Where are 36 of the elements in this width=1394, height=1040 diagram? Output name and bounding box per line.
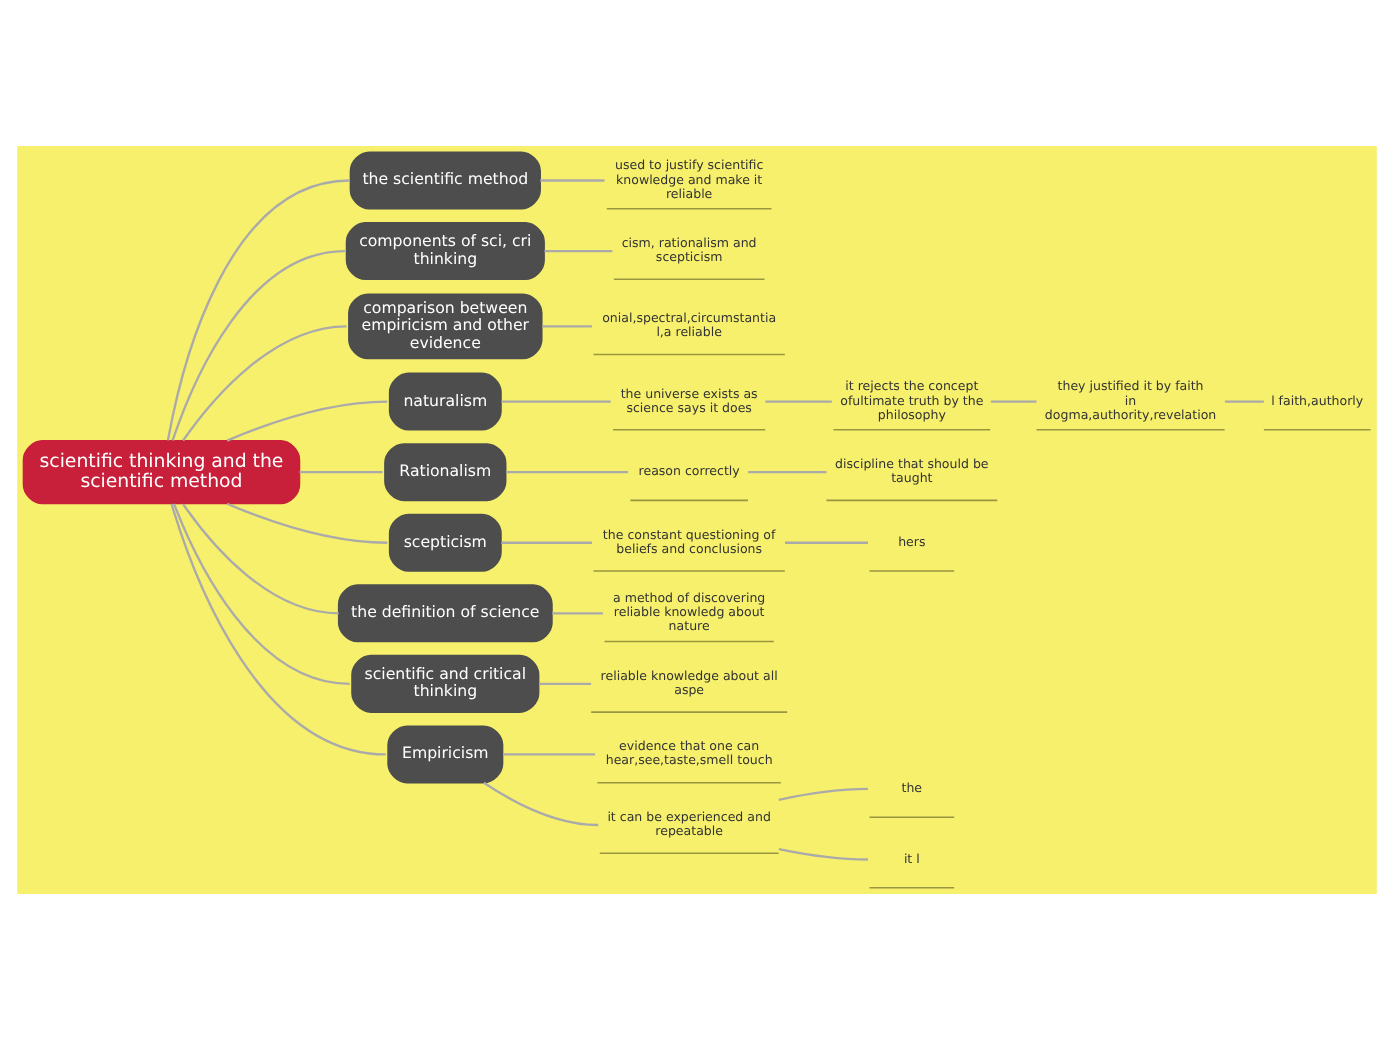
connector [785,541,868,544]
node-box: Rationalism [384,443,507,502]
connector [503,753,596,756]
connector [182,503,339,615]
connector [483,781,599,827]
connector [501,541,592,544]
node-box: comparison between empiricism and other evidence [348,293,543,360]
node-box: Empiricism [387,725,504,784]
connector [501,400,611,403]
connector [170,503,386,756]
connector [226,502,388,544]
connector [1225,400,1264,403]
connector [171,249,346,441]
connector [990,400,1037,403]
connector [166,179,350,441]
node-box: naturalism [388,372,502,431]
connector [544,249,613,253]
connector [552,612,603,615]
node-box: the scientific method [349,151,541,210]
connector [172,503,350,686]
connector [226,400,388,442]
connector [182,325,347,442]
connector [765,400,832,403]
node-box: scientific thinking and the scientific method [22,440,301,505]
connector [299,471,383,474]
connector [778,847,868,861]
node-box: components of sci, cri thinking [345,222,545,281]
connector [542,325,592,328]
connector [778,787,868,801]
node-box: the definition of science [337,584,553,643]
connector [539,682,592,686]
connector [540,179,605,182]
node-box: scientific and critical thinking [351,654,540,713]
node-box: scepticism [388,513,502,572]
connector [506,471,628,474]
connector [748,471,827,474]
